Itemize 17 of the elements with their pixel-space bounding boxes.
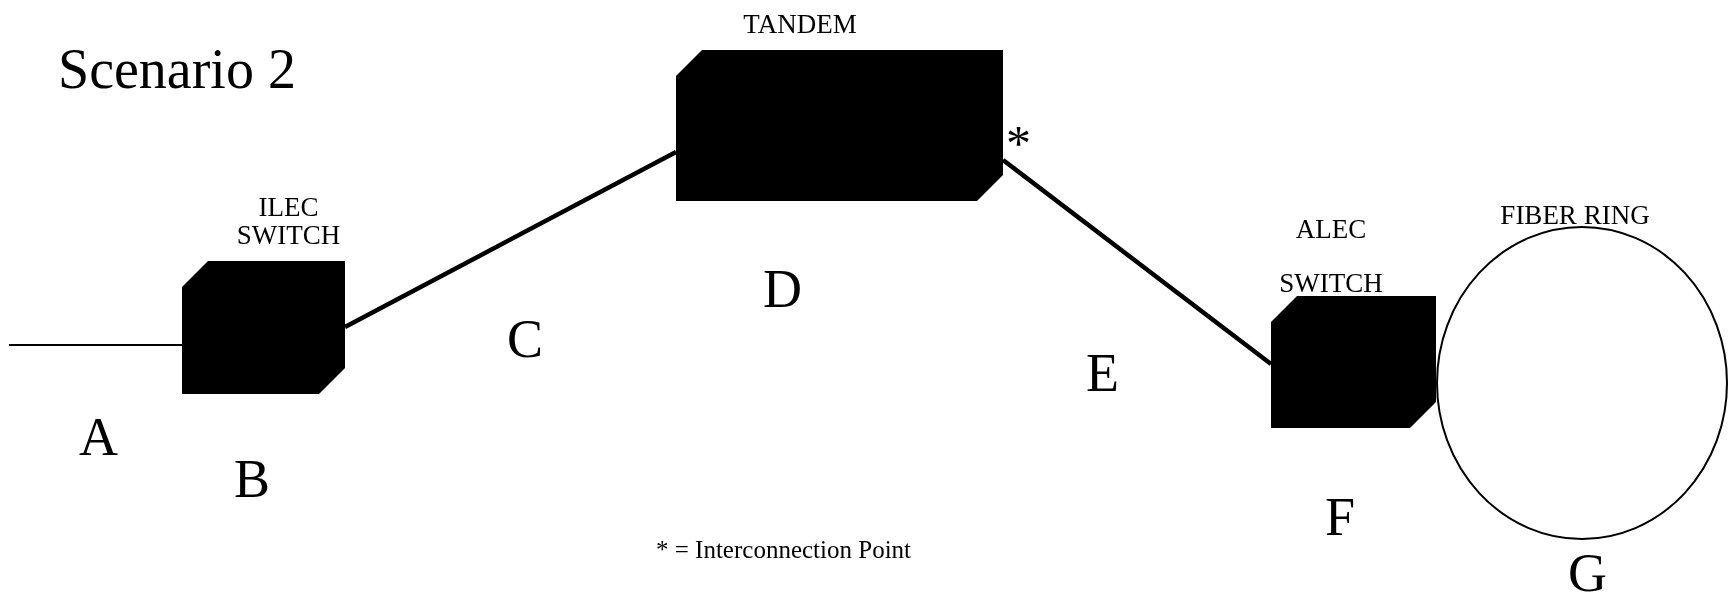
diagram-title: Scenario 2 bbox=[58, 37, 296, 102]
interconnection-mark: * bbox=[1006, 118, 1031, 168]
node-heading: FIBER RING bbox=[1499, 202, 1651, 229]
edge-label: E bbox=[1086, 346, 1119, 400]
node-heading: TANDEM bbox=[742, 10, 858, 39]
legend-note: * = Interconnection Point bbox=[656, 535, 912, 565]
connection-line bbox=[1001, 158, 1273, 366]
node-heading: ALEC SWITCH bbox=[1278, 213, 1384, 300]
node-heading: ILEC SWITCH bbox=[235, 193, 342, 250]
connection-line bbox=[8, 344, 183, 346]
node-letter: B bbox=[234, 452, 271, 506]
edge-label: A bbox=[79, 410, 118, 464]
connection-line bbox=[343, 150, 678, 329]
edge-label: C bbox=[507, 312, 544, 366]
node-letter: F bbox=[1325, 490, 1356, 544]
node-letter: G bbox=[1568, 546, 1607, 599]
node-letter: D bbox=[763, 262, 802, 316]
